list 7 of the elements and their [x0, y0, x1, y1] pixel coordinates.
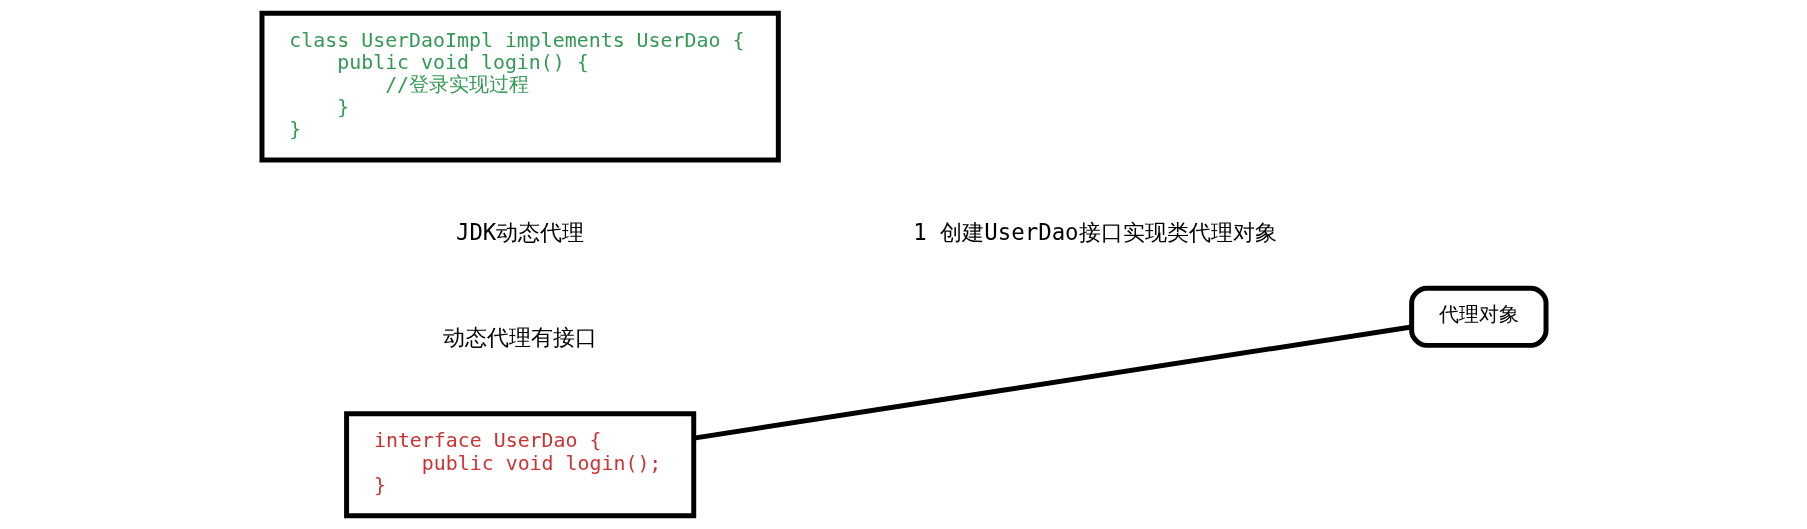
node-box: 代理对象 — [1408, 285, 1548, 348]
node-box: class UserDaoImpl implements UserDao { public void login() { //登录实现过程 } } — [259, 10, 781, 163]
node-box: interface UserDao { public void login(); } — [343, 411, 696, 519]
label: 1 创建UserDao接口实现类代理对象 — [912, 219, 1277, 246]
label: JDK动态代理 — [455, 219, 584, 246]
connector — [693, 324, 1412, 441]
label: 动态代理有接口 — [442, 323, 597, 350]
